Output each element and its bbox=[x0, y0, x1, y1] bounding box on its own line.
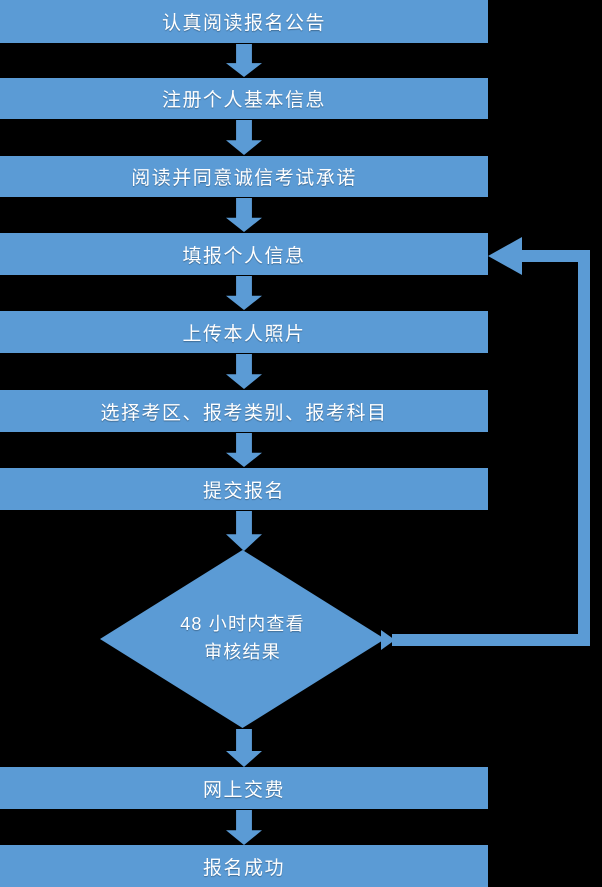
flow-node-label: 选择考区、报考类别、报考科目 bbox=[100, 402, 388, 424]
loop-top-segment bbox=[520, 250, 590, 262]
arrow-down-icon-1 bbox=[226, 44, 262, 77]
flow-node-fill-personal-info[interactable]: 填报个人信息 bbox=[0, 233, 488, 275]
flow-node-label: 填报个人信息 bbox=[182, 245, 306, 267]
flow-node-label: 认真阅读报名公告 bbox=[161, 13, 326, 34]
flow-node-label: 提交报名 bbox=[202, 480, 285, 502]
arrow-down-icon-2 bbox=[226, 120, 262, 155]
loop-bottom-segment bbox=[392, 634, 590, 646]
flow-node-label: 48 小时内查看 审核结果 bbox=[100, 550, 385, 728]
arrow-down-icon-7 bbox=[226, 511, 262, 551]
arrow-left-icon bbox=[488, 237, 522, 275]
flow-node-upload-photo[interactable]: 上传本人照片 bbox=[0, 311, 488, 353]
flow-node-registration-success[interactable]: 报名成功 bbox=[0, 845, 488, 887]
flow-node-submit-registration[interactable]: 提交报名 bbox=[0, 468, 488, 510]
flow-node-check-review-result[interactable]: 48 小时内查看 审核结果 bbox=[100, 550, 385, 728]
flow-node-label: 注册个人基本信息 bbox=[161, 90, 326, 111]
arrow-down-icon-9 bbox=[226, 810, 262, 845]
flow-node-label: 上传本人照片 bbox=[182, 323, 306, 345]
arrow-down-icon-5 bbox=[226, 354, 262, 389]
flow-node-label: 阅读并同意诚信考试承诺 bbox=[131, 168, 357, 189]
flow-node-read-announcement[interactable]: 认真阅读报名公告 bbox=[0, 0, 488, 43]
flow-node-accept-integrity-pledge[interactable]: 阅读并同意诚信考试承诺 bbox=[0, 156, 488, 197]
flow-node-label-line2: 审核结果 bbox=[204, 642, 281, 662]
flow-node-label: 网上交费 bbox=[202, 779, 285, 801]
flow-node-select-region-category-subject[interactable]: 选择考区、报考类别、报考科目 bbox=[0, 390, 488, 432]
arrow-down-icon-3 bbox=[226, 198, 262, 232]
arrow-down-icon-8 bbox=[226, 729, 262, 767]
flow-node-register-basic-info[interactable]: 注册个人基本信息 bbox=[0, 78, 488, 119]
flow-node-online-payment[interactable]: 网上交费 bbox=[0, 767, 488, 809]
arrow-down-icon-6 bbox=[226, 433, 262, 467]
arrow-down-icon-4 bbox=[226, 276, 262, 310]
loop-right-segment bbox=[578, 250, 590, 640]
flow-node-label: 报名成功 bbox=[202, 857, 285, 879]
flow-node-label-line1: 48 小时内查看 bbox=[180, 614, 305, 635]
